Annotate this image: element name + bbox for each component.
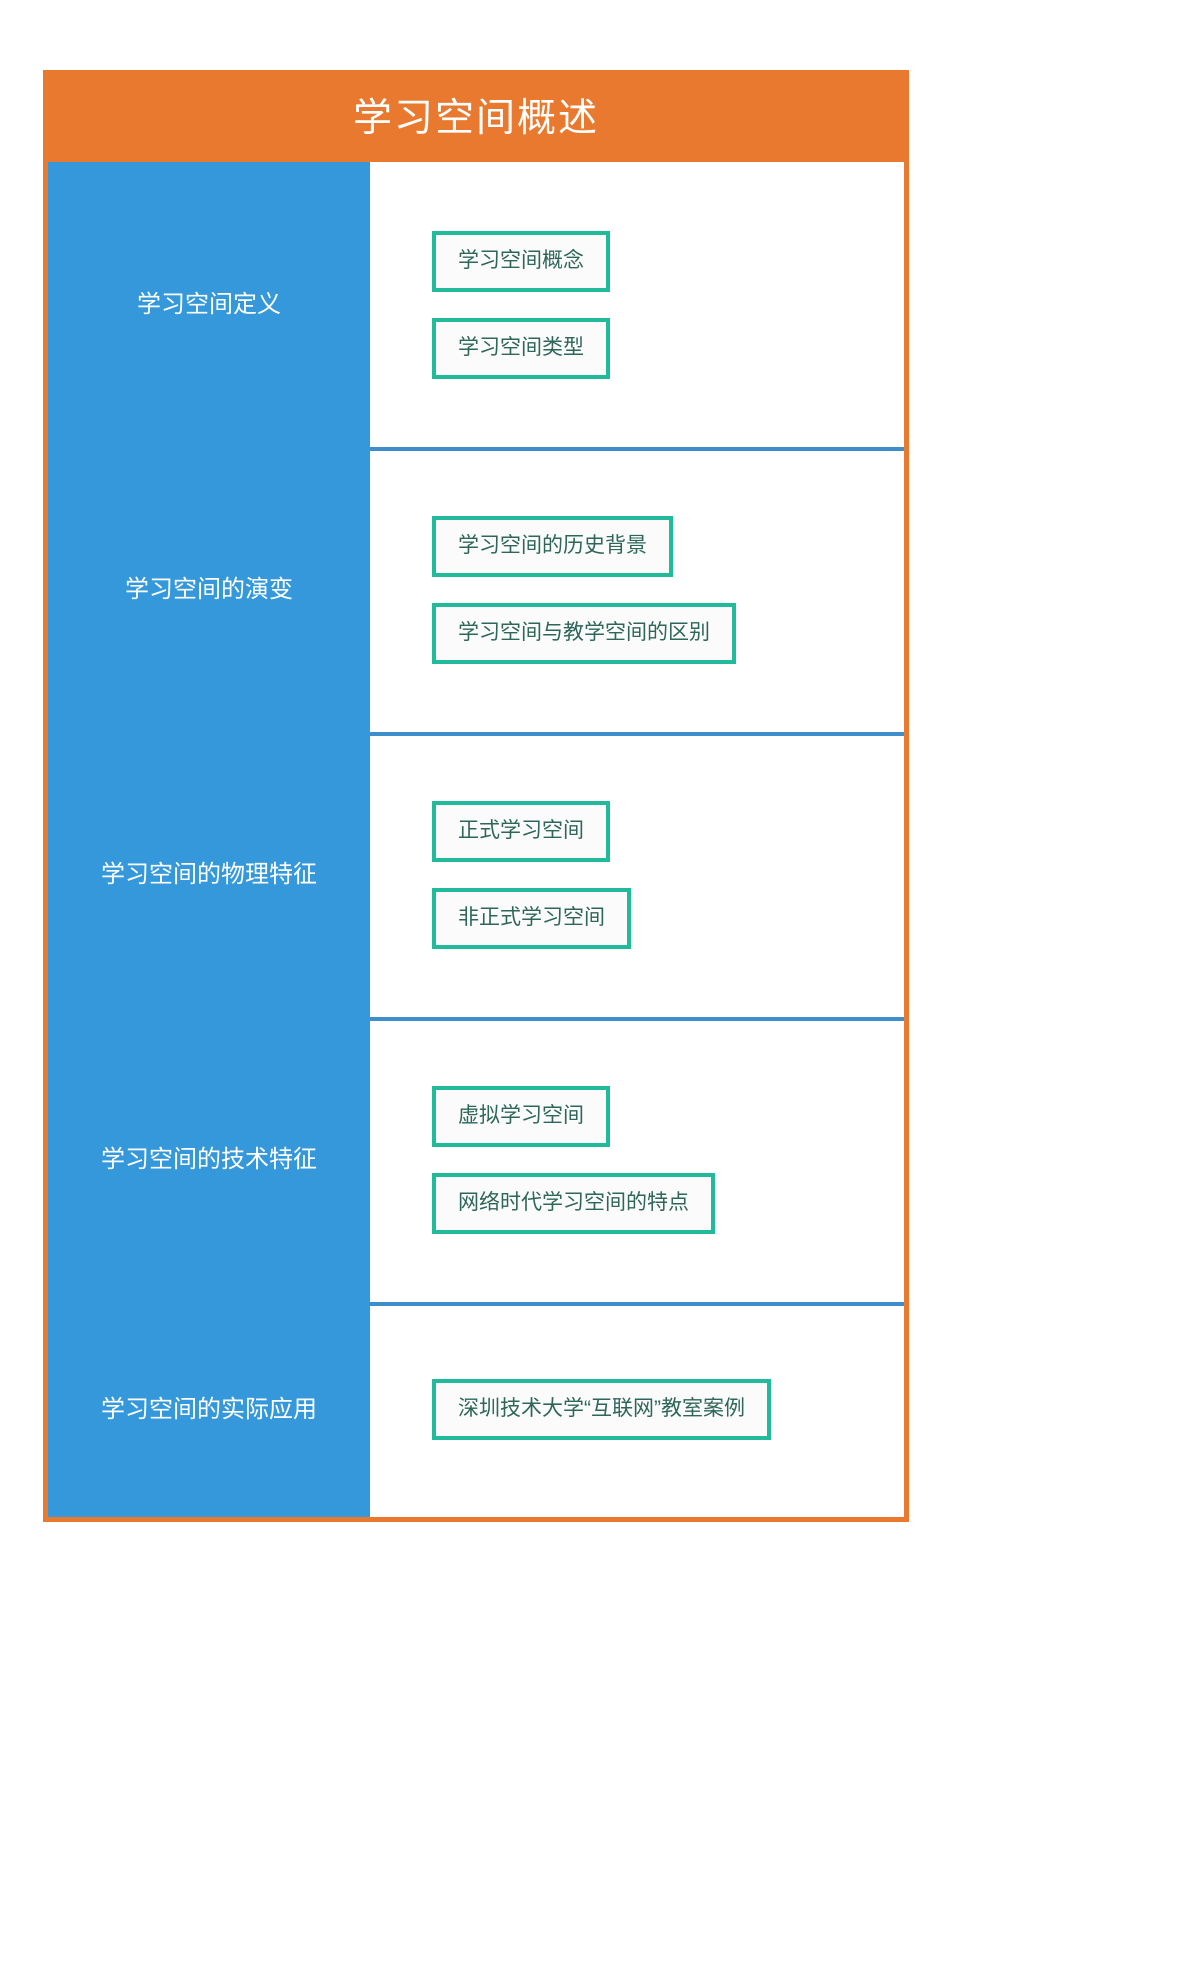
row-label-text: 学习空间定义 [137,290,281,318]
row-label-text: 学习空间的演变 [125,575,293,603]
row-label-text: 学习空间的技术特征 [101,1145,317,1173]
row-label-cell-4: 学习空间的技术特征 [48,1017,370,1302]
row-label-cell-1: 学习空间定义 [48,162,370,447]
topic-box[interactable]: 正式学习空间 [432,800,610,862]
row-label-cell-3: 学习空间的物理特征 [48,732,370,1017]
diagram-row: 学习空间的技术特征 虚拟学习空间 网络时代学习空间的特点 [48,1017,904,1302]
diagram-row: 学习空间的物理特征 正式学习空间 非正式学习空间 [48,732,904,1017]
diagram-row: 学习空间的演变 学习空间的历史背景 学习空间与教学空间的区别 [48,447,904,732]
diagram-rows: 学习空间定义 学习空间概念 学习空间类型 学习空间的演变 学习空间的历史背景 学… [48,162,904,1517]
diagram-row: 学习空间定义 学习空间概念 学习空间类型 [48,162,904,447]
topic-box[interactable]: 学习空间的历史背景 [432,515,673,577]
row-content-cell-1: 学习空间概念 学习空间类型 [370,162,904,447]
topic-box[interactable]: 虚拟学习空间 [432,1085,610,1147]
topic-box[interactable]: 学习空间与教学空间的区别 [432,602,736,664]
row-content-cell-5: 深圳技术大学“互联网”教室案例 [370,1302,904,1517]
diagram-title-banner: 学习空间概述 [48,75,904,162]
row-label-text: 学习空间的物理特征 [101,860,317,888]
topic-box[interactable]: 深圳技术大学“互联网”教室案例 [432,1379,771,1440]
topic-box[interactable]: 网络时代学习空间的特点 [432,1172,715,1234]
topic-box[interactable]: 非正式学习空间 [432,887,631,949]
diagram-container: 学习空间概述 学习空间定义 学习空间概念 学习空间类型 学习空间的演变 学习空间… [43,70,909,1522]
row-content-cell-3: 正式学习空间 非正式学习空间 [370,732,904,1017]
row-label-cell-5: 学习空间的实际应用 [48,1302,370,1517]
page-title: 学习空间概述 [352,97,599,140]
topic-box[interactable]: 学习空间类型 [432,317,610,379]
row-content-cell-4: 虚拟学习空间 网络时代学习空间的特点 [370,1017,904,1302]
row-label-cell-2: 学习空间的演变 [48,447,370,732]
row-content-cell-2: 学习空间的历史背景 学习空间与教学空间的区别 [370,447,904,732]
topic-box[interactable]: 学习空间概念 [432,230,610,292]
diagram-row: 学习空间的实际应用 深圳技术大学“互联网”教室案例 [48,1302,904,1517]
row-label-text: 学习空间的实际应用 [101,1395,317,1423]
